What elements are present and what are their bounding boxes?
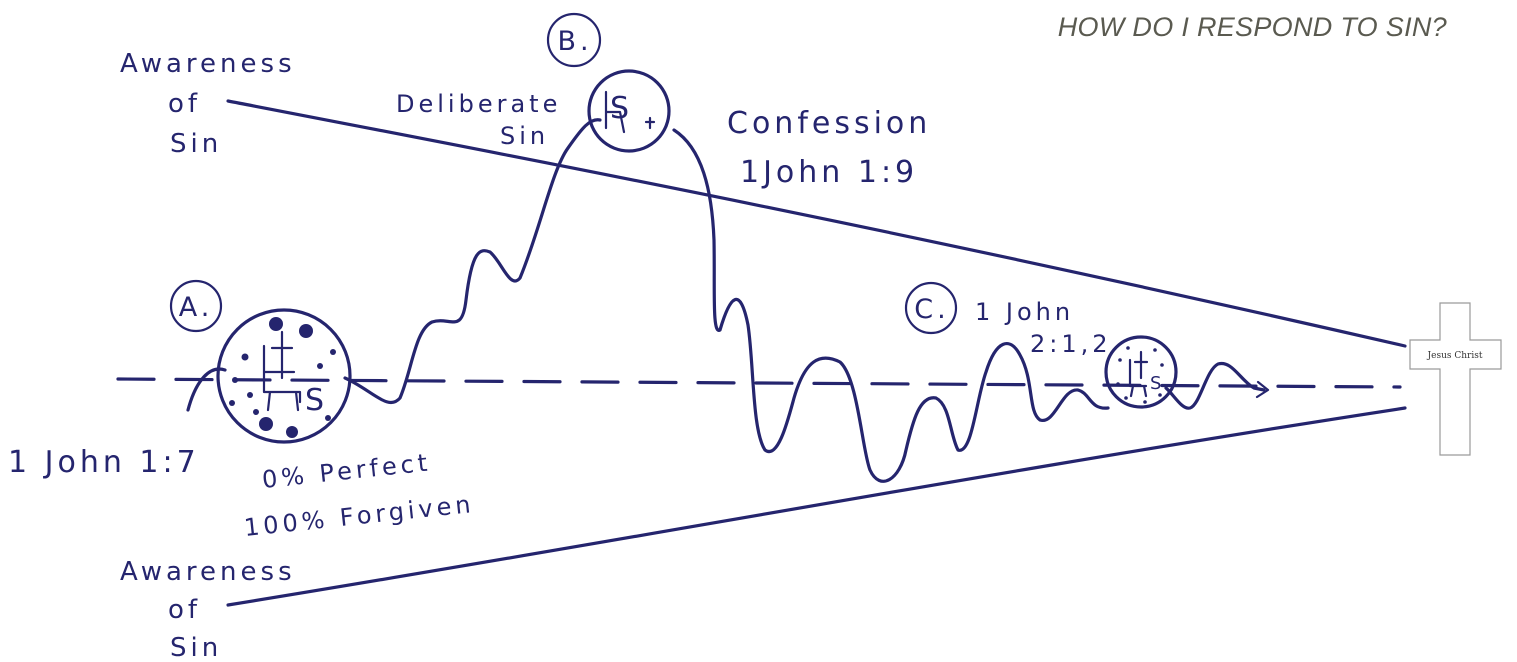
dot-mark [1160,363,1164,367]
chair-icon [262,344,302,412]
cross-icon [1409,302,1502,456]
life-wave-line [186,118,1266,483]
awareness-bottom-line1: Awareness [120,557,296,587]
dot-mark [1118,358,1122,362]
chair-icon [1128,350,1149,398]
dot-mark [1158,393,1162,397]
wave-arrow-head [1255,380,1270,399]
deliberate-sin-line2: Sin [500,122,549,150]
dot-mark [259,417,273,431]
svg-text:B.: B. [557,26,592,57]
marker-b: B. [546,12,602,68]
circle-b-throne: S [587,69,671,153]
dot-mark [1143,400,1147,404]
awareness-top-line3: Sin [170,129,222,159]
dot-mark [247,392,253,398]
cross-icon [644,116,656,130]
circle-a-throne: S [216,308,352,444]
dot-mark [229,400,235,406]
confession-verse: 1John 1:9 [740,155,918,190]
dot-mark [241,353,249,361]
awareness-bottom-line3: Sin [170,633,222,662]
circle-c-throne: S [1104,335,1178,409]
dot-mark [330,349,336,355]
dot-mark [299,324,313,338]
self-letter-c: S [1150,373,1165,394]
page-title: HOW DO I RESPOND TO SIN? [1057,12,1447,42]
awareness-bottom-line2: of [168,595,201,625]
cross-label: Jesus Christ [1427,351,1483,361]
self-letter-a: S [305,383,328,418]
dot-mark [1124,396,1128,400]
confession-label: Confession [727,106,931,141]
verse-1-john-2-label: 1 John [975,298,1074,326]
dot-mark [232,377,238,383]
verse-1-john-2-ref: 2:1,2 [1030,330,1112,358]
dot-mark [269,317,283,331]
dot-mark [1126,346,1130,350]
upper-awareness-line [226,99,1407,348]
svg-text:C.: C. [914,294,949,325]
awareness-top-line2: of [168,89,201,119]
dashed-baseline [116,377,1402,389]
dot-mark [253,409,259,415]
verse-1-john-1-7: 1 John 1:7 [8,445,200,480]
svg-text:A.: A. [179,292,214,323]
self-letter-b: S [610,91,633,126]
marker-c: C. [904,281,958,335]
cross-icon [270,330,294,380]
perfect-label: 0% Perfect [261,448,433,494]
dot-mark [1153,348,1157,352]
awareness-top-line1: Awareness [120,49,296,79]
jesus-christ-cross: Jesus Christ [1409,302,1502,456]
dot-mark [1116,382,1120,386]
dot-mark [325,415,331,421]
dot-mark [317,363,323,369]
lower-awareness-line [226,406,1407,607]
chair-icon [604,90,626,134]
forgiven-label: 100% Forgiven [243,490,476,542]
marker-a: A. [169,279,223,333]
dot-mark [286,426,298,438]
deliberate-sin-line1: Deliberate [396,90,561,118]
